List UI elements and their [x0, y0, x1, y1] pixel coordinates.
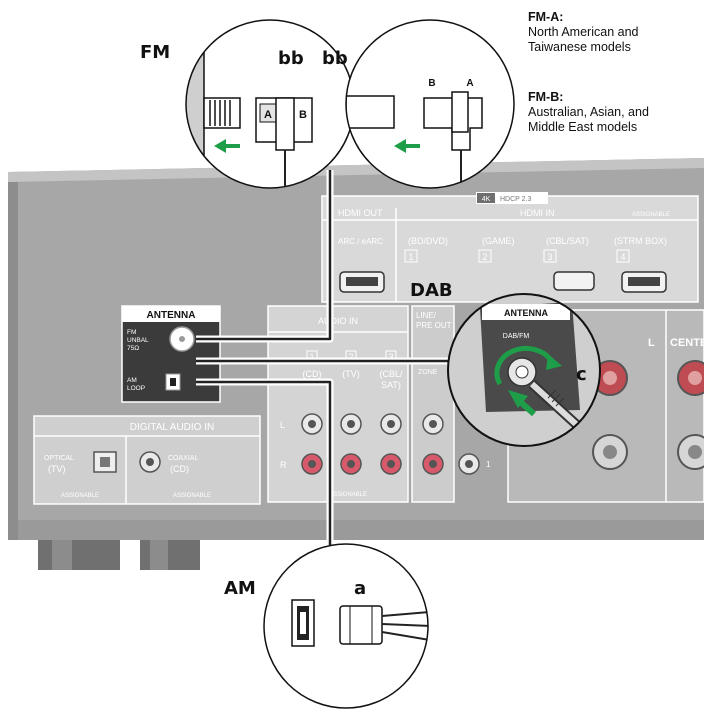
coaxial-source: (CD): [170, 464, 189, 474]
zone-label: ZONE: [418, 369, 438, 376]
audio-in-left-label: L: [280, 420, 285, 430]
optical-source: (TV): [48, 464, 66, 474]
fm-b-note-title: FM-B:: [528, 90, 564, 104]
audio-in-ch1-num: 1: [309, 352, 314, 362]
connection-lines: [196, 170, 472, 545]
receiver-foot-right: [140, 540, 200, 570]
audio-in-ch1-name: (CD): [303, 369, 322, 379]
bb-right-callout: bb: [322, 48, 348, 69]
hdmi-in-3-num: 3: [547, 252, 552, 262]
fm-a-note-line1: North American and: [528, 25, 639, 39]
fm-a-note-line2: Taiwanese models: [528, 40, 631, 54]
hdmi-in-3: (CBL/SAT) 3: [543, 236, 595, 291]
hdmi-in-2-name: (GAME): [482, 236, 515, 246]
fm-b-socket: [346, 95, 395, 129]
fm-a-socket: [203, 97, 241, 129]
fm-a-letter-left: A: [264, 109, 272, 121]
am-plug: [339, 605, 428, 645]
hdmi-in-2-num: 2: [482, 252, 487, 262]
audio-in-section: AUDIO IN 1 (CD) 2 (TV) 3 (CBL/ SAT) L R …: [267, 305, 409, 503]
hdmi-in-1-name: (BD/DVD): [408, 236, 448, 246]
rca-jacks-audio-in: [301, 413, 402, 475]
a-callout-label: a: [354, 578, 366, 599]
zone-one-label: 1: [486, 460, 491, 469]
audio-in-assignable-label: ASSIGNABLE: [329, 492, 367, 498]
hdmi-out-port: [339, 271, 385, 293]
fm-a-note-title: FM-A:: [528, 10, 564, 24]
fm-callout-label: FM: [140, 42, 170, 63]
hdmi-in-1: (BD/DVD) 1: [404, 236, 448, 263]
hdmi-in-4-name: (STRM BOX): [614, 236, 667, 246]
hdmi-section: 4K HDCP 2.3 HDMI OUT ARC / eARC HDMI IN …: [321, 192, 699, 303]
hdmi-in-4-num: 4: [620, 252, 625, 262]
fm-b-arrow-icon: [394, 139, 420, 153]
fm-b-note-line2: Middle East models: [528, 120, 638, 134]
antenna-panel: ANTENNA FM UNBAL 75Ω AM LOOP: [121, 305, 221, 403]
coaxial-label: COAXIAL: [168, 455, 198, 462]
fm-b-letter-left: B: [428, 78, 435, 89]
speaker-left-label: L: [648, 337, 655, 349]
digital-audio-in-section: DIGITAL AUDIO IN OPTICAL (TV) COAXIAL (C…: [33, 415, 261, 505]
dab-coax-plug: [507, 357, 582, 430]
dab-zoom-title: ANTENNA: [504, 308, 548, 318]
antenna-fm-label-2: UNBAL: [127, 337, 149, 344]
am-socket: [291, 599, 315, 647]
line-pre-out-section: LINE/ PRE OUT ZONE 1: [411, 305, 491, 503]
hdmi-in-title: HDMI IN: [520, 208, 555, 218]
audio-in-right-label: R: [280, 460, 287, 470]
antenna-panel-title: ANTENNA: [147, 310, 196, 321]
line-pre-out-label-1: LINE/: [416, 311, 437, 320]
antenna-fm-label-1: FM: [127, 329, 136, 336]
audio-in-ch3-name2: SAT): [381, 380, 401, 390]
hdmi-in-2: (GAME) 2: [478, 236, 515, 263]
hdmi-assignable-label: ASSIGNABLE: [632, 212, 670, 218]
hdmi-out-title: HDMI OUT: [338, 208, 383, 218]
receiver-foot-left: [38, 540, 120, 570]
fm-antenna-jack: [169, 326, 195, 352]
audio-in-ch3-name: (CBL/: [379, 369, 403, 379]
hdmi-in-3-name: (CBL/SAT): [546, 236, 589, 246]
am-callout-label: AM: [224, 578, 256, 599]
fm-a-letter-right: B: [299, 109, 307, 121]
audio-in-title: AUDIO IN: [318, 316, 358, 326]
dab-push-arrow-icon: [508, 390, 536, 417]
optical-label: OPTICAL: [44, 455, 74, 462]
antenna-fm-label-3: 75Ω: [127, 345, 139, 352]
hdmi-out-sub: ARC / eARC: [338, 237, 383, 246]
dab-zoom-port-label: DAB/FM: [503, 333, 530, 340]
dab-callout-label: DAB: [410, 280, 453, 301]
antenna-am-label-1: AM: [127, 377, 137, 384]
optical-port: [93, 451, 117, 473]
speaker-center-label: CENTE: [670, 337, 704, 349]
fm-b-letter-right: A: [466, 78, 473, 89]
hdmi-hdcp-badge: HDCP 2.3: [500, 196, 531, 203]
line-pre-out-label-2: PRE OUT: [416, 321, 452, 330]
audio-in-ch3-num: 3: [388, 352, 393, 362]
dab-zoom-circle: ANTENNA DAB/FM: [447, 293, 601, 447]
fm-a-arrow-icon: [214, 139, 240, 153]
bb-left-callout: bb: [278, 48, 304, 69]
fm-a-plug: A B: [255, 97, 313, 188]
digital-audio-in-title: DIGITAL AUDIO IN: [130, 422, 214, 433]
digital-assignable-label-1: ASSIGNABLE: [61, 493, 99, 499]
fm-b-zoom-circle: B A: [345, 19, 515, 189]
hdmi-4k-badge: 4K: [482, 196, 491, 203]
hdmi-in-4: (STRM BOX) 4: [614, 236, 667, 293]
dab-rotate-arrow-icon: [494, 345, 562, 386]
audio-in-ch2-num: 2: [348, 352, 353, 362]
audio-in-ch2-name: (TV): [342, 369, 360, 379]
c-callout-label: c: [576, 364, 587, 385]
coaxial-port: [139, 451, 161, 473]
digital-assignable-label-2: ASSIGNABLE: [173, 493, 211, 499]
fm-b-note-line1: Australian, Asian, and: [528, 105, 649, 119]
hdmi-in-1-num: 1: [408, 252, 413, 262]
fm-b-plug: B A: [423, 78, 483, 188]
am-antenna-jack: [165, 373, 181, 391]
am-zoom-circle: [263, 543, 429, 709]
antenna-am-label-2: LOOP: [127, 385, 145, 392]
